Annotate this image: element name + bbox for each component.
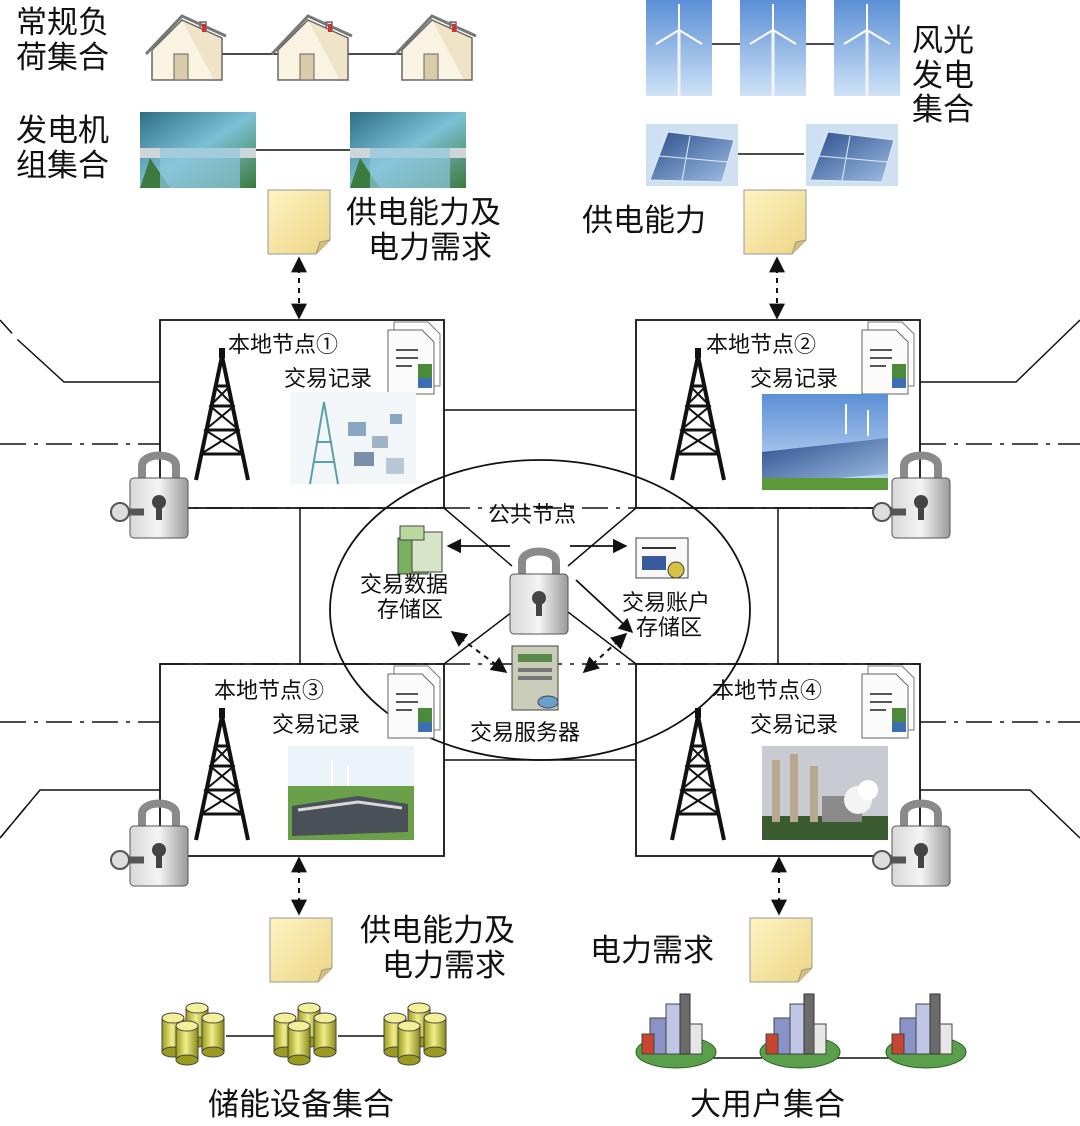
- house-icon: [270, 14, 354, 82]
- node-4-record: 交易记录: [750, 713, 839, 738]
- record-file-icon: [387, 665, 441, 739]
- substation-image: [290, 392, 416, 485]
- doc-label-bottom-left: 供电能力及电力需求: [360, 913, 515, 984]
- document-icon: [743, 189, 807, 255]
- record-file-icon: [387, 321, 441, 395]
- exchange-arrows: [291, 256, 787, 916]
- wind-turbine-icon: [644, 0, 714, 98]
- doc-label-top-left: 供电能力及电力需求: [346, 195, 501, 266]
- generator-group-label: 发电机组集合: [16, 113, 109, 184]
- battery-storage-icon: [383, 1002, 447, 1066]
- storage-group-label: 储能设备集合: [208, 1087, 394, 1123]
- hydro-plant-icon: [350, 112, 466, 188]
- data-store-icon: [397, 525, 443, 575]
- record-file-icon: [861, 665, 915, 739]
- server-label: 交易服务器: [470, 721, 581, 746]
- solar-panel-icon: [805, 123, 899, 187]
- factory-image: [762, 746, 888, 840]
- doc-label-bottom-right: 电力需求: [590, 933, 714, 969]
- padlock-icon: [111, 804, 188, 887]
- node-3-title: 本地节点③: [214, 679, 325, 704]
- wind-solar-group-label: 风光发电集合: [912, 23, 974, 129]
- users-group-label: 大用户集合: [690, 1087, 845, 1123]
- house-icon: [394, 14, 478, 82]
- node-1-title: 本地节点①: [228, 333, 339, 358]
- tower-icon: [670, 706, 726, 842]
- house-icon: [144, 14, 228, 82]
- tower-icon: [194, 346, 250, 482]
- account-certificate-icon: [635, 537, 689, 579]
- record-file-icon: [861, 321, 915, 395]
- document-icon: [269, 917, 333, 983]
- node-1-record: 交易记录: [284, 367, 373, 392]
- battery-storage-icon: [273, 1002, 337, 1066]
- tower-icon: [194, 706, 250, 842]
- server-icon: [511, 645, 559, 711]
- load-group-label: 常规负荷集合: [16, 5, 109, 76]
- node-2-record: 交易记录: [750, 367, 839, 392]
- building-icon: [759, 993, 841, 1069]
- storage-station-image: [288, 746, 414, 840]
- document-icon: [267, 189, 331, 255]
- wind-turbine-icon: [738, 0, 808, 98]
- data-store-label: 交易数据存储区: [360, 573, 449, 623]
- padlock-icon: [111, 456, 188, 539]
- public-node-ellipse: [329, 459, 751, 761]
- solar-farm-image: [762, 394, 888, 490]
- doc-label-top-right: 供电能力: [582, 203, 706, 239]
- outer-links-left: [0, 319, 160, 839]
- wind-turbine-icon: [832, 0, 902, 98]
- node-2-title: 本地节点②: [706, 333, 817, 358]
- node-4-title: 本地节点④: [712, 679, 823, 704]
- building-icon: [635, 993, 717, 1069]
- public-node-arrows: [446, 538, 634, 633]
- tower-icon: [670, 346, 726, 482]
- account-store-label: 交易账户存储区: [622, 591, 711, 641]
- hydro-plant-icon: [140, 112, 256, 188]
- battery-storage-icon: [161, 1002, 225, 1066]
- building-icon: [885, 993, 967, 1069]
- node-3-record: 交易记录: [272, 713, 361, 738]
- document-icon: [749, 917, 813, 983]
- solar-panel-icon: [645, 123, 739, 187]
- public-node-title: 公共节点: [488, 503, 577, 528]
- outer-links-right: [920, 319, 1080, 839]
- public-node-padlock-icon: [510, 552, 568, 635]
- server-arrows: [450, 631, 628, 674]
